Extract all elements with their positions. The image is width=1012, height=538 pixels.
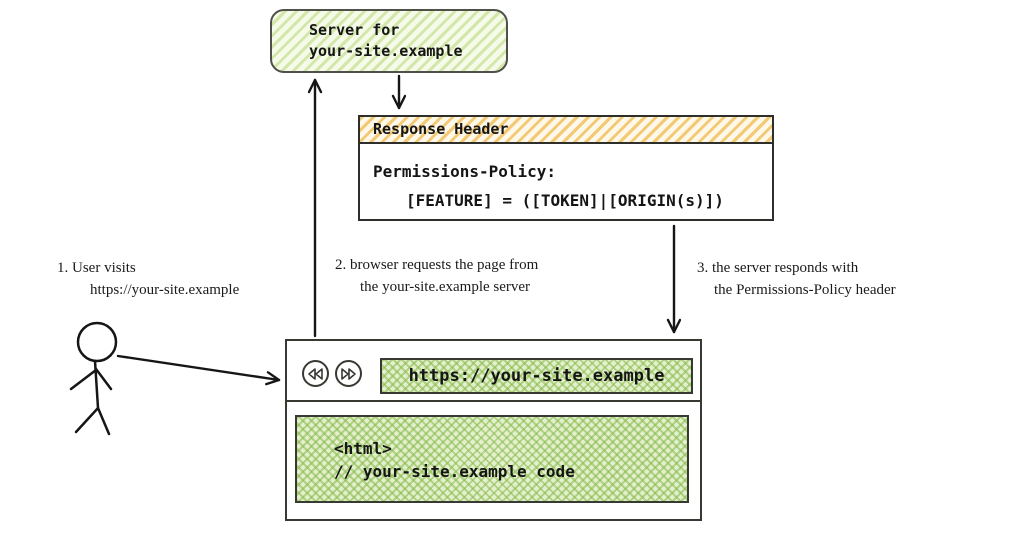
step1-line2: https://your-site.example: [90, 282, 240, 298]
step3-line1: 3. the server responds with: [697, 260, 859, 276]
policy-line2: [FEATURE] = ([TOKEN]|[ORIGIN(s)]): [406, 191, 724, 210]
stick-figure-arms: [69, 367, 113, 391]
response-header-body: Permissions-Policy: [FEATURE] = ([TOKEN]…: [360, 144, 772, 215]
stick-figure-head: [76, 321, 118, 363]
response-header-title: Response Header: [360, 117, 772, 144]
stick-figure: [69, 321, 118, 436]
step1-line1: 1. User visits: [57, 260, 136, 276]
back-button[interactable]: [302, 360, 329, 387]
content-line2: // your-site.example code: [334, 462, 575, 481]
fast-forward-icon: [341, 367, 356, 380]
url-text: https://your-site.example: [408, 366, 665, 386]
stick-figure-body: [93, 359, 100, 410]
step2-line2: the your-site.example server: [360, 279, 531, 295]
step1-label: 1. User visits https://your-site.example: [57, 257, 239, 301]
step2-line1: 2. browser requests the page from: [335, 257, 539, 273]
arrow-user-to-browser: [116, 354, 281, 380]
stick-figure-legs: [74, 405, 111, 436]
server-label-line1: Server for: [309, 21, 400, 39]
response-header-box: Response Header Permissions-Policy: [FEA…: [358, 115, 774, 221]
browser-window: https://your-site.example <html> // your…: [285, 339, 702, 521]
url-bar[interactable]: https://your-site.example: [380, 358, 693, 394]
rewind-icon: [308, 367, 323, 380]
page-content-box: <html> // your-site.example code: [295, 415, 689, 503]
browser-viewport: <html> // your-site.example code: [287, 402, 700, 519]
content-line1: <html>: [334, 439, 392, 458]
policy-line1: Permissions-Policy:: [373, 162, 557, 181]
step3-line2: the Permissions-Policy header: [714, 282, 896, 298]
step2-label: 2. browser requests the page from the yo…: [335, 254, 538, 298]
step3-label: 3. the server responds with the Permissi…: [697, 257, 896, 301]
forward-button[interactable]: [335, 360, 362, 387]
server-label-line2: your-site.example: [309, 42, 463, 60]
browser-toolbar: https://your-site.example: [287, 341, 700, 402]
server-box: Server for your-site.example: [270, 9, 508, 73]
